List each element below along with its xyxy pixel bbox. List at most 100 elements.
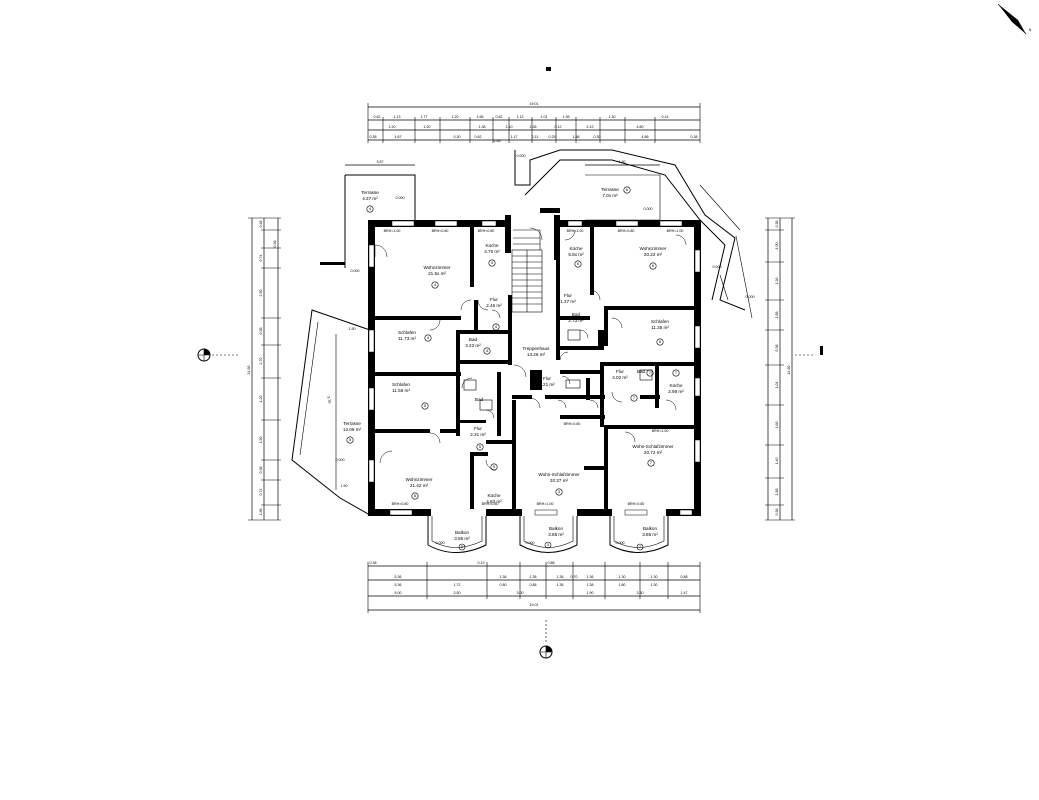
room-name: Flur: [564, 293, 572, 298]
room-marker: 7: [675, 370, 678, 375]
room-name: Schlafen: [392, 382, 410, 387]
fixtures: [320, 262, 653, 411]
room-marker: 3: [547, 542, 550, 547]
window-label: BRH=1.00: [537, 502, 554, 506]
dim-label: 1.66: [494, 139, 501, 143]
dim-terrace: 1.50: [341, 484, 348, 488]
dim-label: 5.36: [395, 575, 402, 579]
room-name: Küche: [487, 493, 500, 498]
dim-label: 1.88: [775, 312, 779, 319]
elevation-markers: 0.000 0.000 0.000 0.000 0.000 0.000 0.00…: [336, 154, 755, 545]
dimension-chains-left: 14.80 0.38 0.74 2.50 0.38 2.70 1.20 1.50…: [247, 217, 281, 521]
room-area: 5.8x m²: [568, 252, 584, 257]
dim-label: 1.17: [511, 135, 518, 139]
section-symbol-left: [197, 348, 240, 362]
room-area: 2.46 m²: [486, 303, 502, 308]
dim-label: 1.88: [775, 489, 779, 496]
room-name: Wohnzimmer: [406, 477, 433, 482]
dim-label: 2.70: [259, 358, 263, 365]
elevation-label: 0.000: [436, 541, 445, 545]
elevation-label: 0.000: [351, 269, 360, 273]
room-name: Flur: [616, 369, 624, 374]
room-marker: 6: [577, 261, 580, 266]
dim-label: 1.10: [506, 125, 513, 129]
dim-label: 2.50: [259, 290, 263, 297]
window-label: BRH=0.80: [618, 229, 635, 233]
dimension-chains-right: 14.80 0.38 1.00 1.30 1.88 0.38 1.01 1.60…: [765, 217, 795, 521]
dim-label: 1.36: [557, 583, 564, 587]
dim-label: 0.62: [374, 115, 381, 119]
dim-label: 1.20: [389, 125, 396, 129]
window-label: BRH=1.00: [567, 229, 584, 233]
dim-label: 1.56: [573, 135, 580, 139]
dim-label: 0.38: [775, 509, 779, 516]
room-marker: 6: [659, 339, 662, 344]
room-name: Bad: [572, 312, 581, 317]
dim-label: 4.86: [642, 135, 649, 139]
dim-label: 0.38: [775, 345, 779, 352]
dim-label: 0.38: [691, 135, 698, 139]
room-name: Balkon: [549, 526, 563, 531]
room-marker: 5: [493, 464, 496, 469]
terrace-left: Terrasse 12.09 m² 5 3.70 1.50 1.50: [291, 309, 371, 516]
room-name: Bad: [475, 397, 484, 402]
dim-label: 1.13: [517, 115, 524, 119]
room-marker: 5: [414, 493, 417, 498]
room-name: Treppenhaus: [523, 346, 551, 351]
room-name: Küche: [669, 383, 682, 388]
dim-right-overall: 14.80: [787, 366, 791, 375]
room-area: 13.26 m²: [527, 352, 546, 357]
balcony-right: Balkon 3.85 m² 7: [609, 516, 669, 553]
dim-label: 3.30: [637, 591, 644, 595]
dim-label: 1.36: [500, 575, 507, 579]
dim-label: 1.36: [530, 125, 537, 129]
dim-label: 1.47: [681, 591, 688, 595]
dim-label: 1.38: [530, 575, 537, 579]
dim-label: 2.11: [532, 135, 539, 139]
dim-label: 0.74: [259, 489, 263, 496]
room-name: Bad: [637, 369, 646, 374]
window-label: BRH=0.80: [564, 422, 581, 426]
dim-label: 1.72: [454, 583, 461, 587]
dim-label: 1.60: [775, 422, 779, 429]
room-name: Wohnzimmer: [424, 265, 451, 270]
dim-label: 1.30: [775, 278, 779, 285]
room-marker: 7: [649, 370, 652, 375]
room-area: 2.98 m²: [668, 389, 684, 394]
elevation-label: 0.000: [746, 295, 755, 299]
elevation-label: 0.000: [644, 207, 653, 211]
dim-label: 5.00: [395, 591, 402, 595]
elevation-label: 0.000: [526, 541, 535, 545]
room-marker: 4: [486, 348, 489, 353]
dim-label: 3.00: [517, 591, 524, 595]
dim-label: 0.38: [259, 328, 263, 335]
dim-terrace: 4.80: [619, 160, 626, 164]
dim-label: 1.30: [619, 575, 626, 579]
dim-label: 5.36: [395, 583, 402, 587]
dim-label: 4.87: [395, 135, 402, 139]
room-area: 4.83 m²: [486, 499, 502, 504]
dim-label: 0.30: [454, 135, 461, 139]
room-name: Flur: [474, 426, 482, 431]
window-label: BRH=0.80: [482, 502, 499, 506]
dim-label: 1.20: [424, 125, 431, 129]
dim-label: 2.12: [587, 125, 594, 129]
terrace-top-right: 4.80 Terrasse 7.0x m² 6: [514, 149, 753, 319]
north-label: N: [1029, 28, 1032, 32]
dim-label: 0.13: [478, 561, 485, 565]
dim-label: 1.38: [479, 125, 486, 129]
windows: BRH=1.00 BRH=0.80 BRH=0.80 BRH=1.00 BRH=…: [368, 220, 701, 516]
room-area: 3.23 m²: [465, 343, 481, 348]
dim-label: 1.20: [259, 396, 263, 403]
room-marker: 7: [639, 544, 642, 549]
room-area: 4.37 m²: [362, 196, 378, 201]
dim-label: 1.30: [651, 575, 658, 579]
dim-label: 0.30: [594, 135, 601, 139]
dim-label: 1.38: [587, 583, 594, 587]
dim-label: 0.62: [475, 135, 482, 139]
dim-label: 1.01: [775, 382, 779, 389]
section-symbol-bottom: [539, 620, 553, 659]
room-area: 2.73 m²: [568, 318, 584, 323]
dim-label: 0.38: [259, 221, 263, 228]
